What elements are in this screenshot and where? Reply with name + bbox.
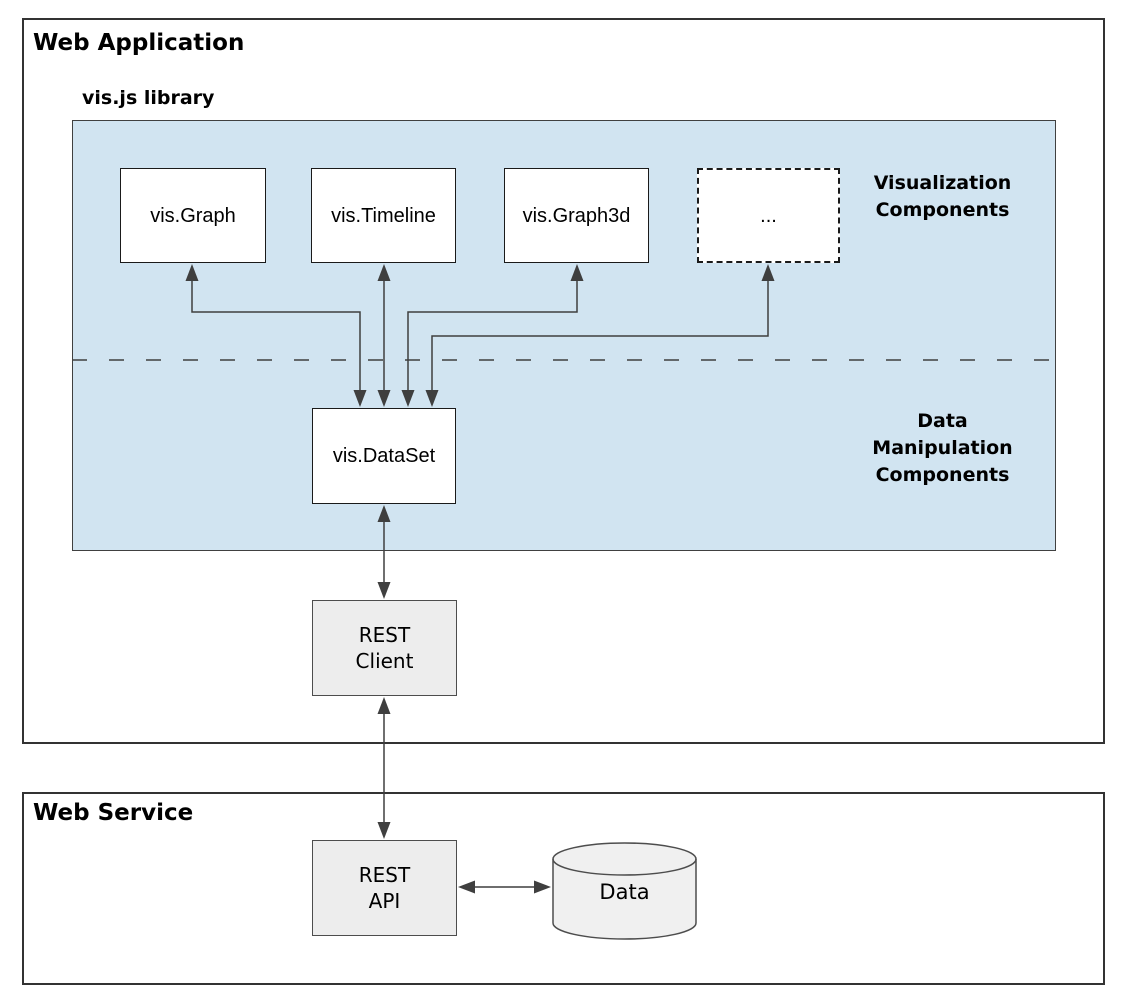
web-service-title: Web Service bbox=[33, 800, 194, 826]
node-vis-timeline: vis.Timeline bbox=[311, 168, 456, 263]
node-rest-client: REST Client bbox=[312, 600, 457, 696]
node-other-components-label: ... bbox=[760, 204, 777, 227]
node-other-components: ... bbox=[697, 168, 840, 263]
node-rest-api-label: REST API bbox=[358, 863, 411, 913]
node-vis-graph-label: vis.Graph bbox=[150, 204, 236, 227]
visjs-library-title: vis.js library bbox=[82, 87, 215, 109]
node-vis-timeline-label: vis.Timeline bbox=[331, 204, 436, 227]
node-vis-graph3d: vis.Graph3d bbox=[504, 168, 649, 263]
node-vis-dataset: vis.DataSet bbox=[312, 408, 456, 504]
database-cylinder-icon bbox=[552, 842, 697, 940]
node-vis-graph3d-label: vis.Graph3d bbox=[522, 204, 631, 227]
node-data-store: Data bbox=[552, 842, 697, 940]
visualization-components-label: Visualization Components bbox=[873, 172, 1012, 221]
web-application-title: Web Application bbox=[33, 30, 245, 56]
node-rest-api: REST API bbox=[312, 840, 457, 936]
node-vis-graph: vis.Graph bbox=[120, 168, 266, 263]
data-manipulation-components-label: Data Manipulation Components bbox=[872, 410, 1013, 486]
node-data-store-label: Data bbox=[599, 880, 650, 904]
node-rest-client-label: REST Client bbox=[355, 623, 414, 673]
node-vis-dataset-label: vis.DataSet bbox=[332, 445, 436, 467]
